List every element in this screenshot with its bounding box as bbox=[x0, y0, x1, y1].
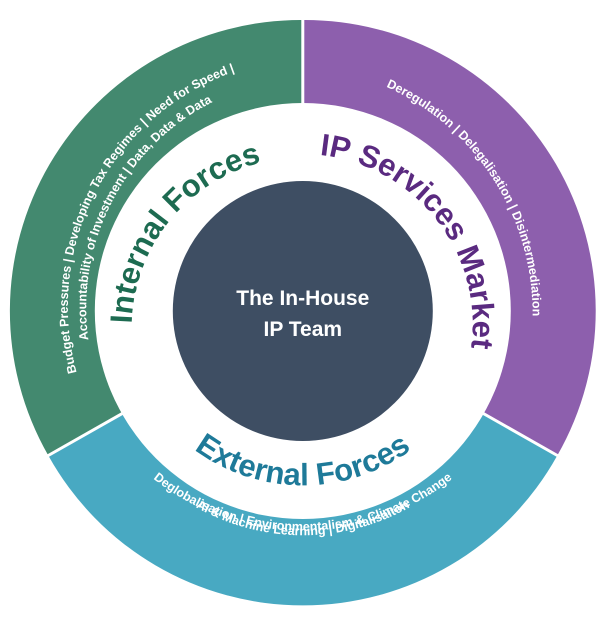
center-circle bbox=[172, 181, 433, 441]
center-title-line1: The In-House bbox=[236, 287, 369, 310]
center-title-line2: IP Team bbox=[263, 318, 342, 341]
